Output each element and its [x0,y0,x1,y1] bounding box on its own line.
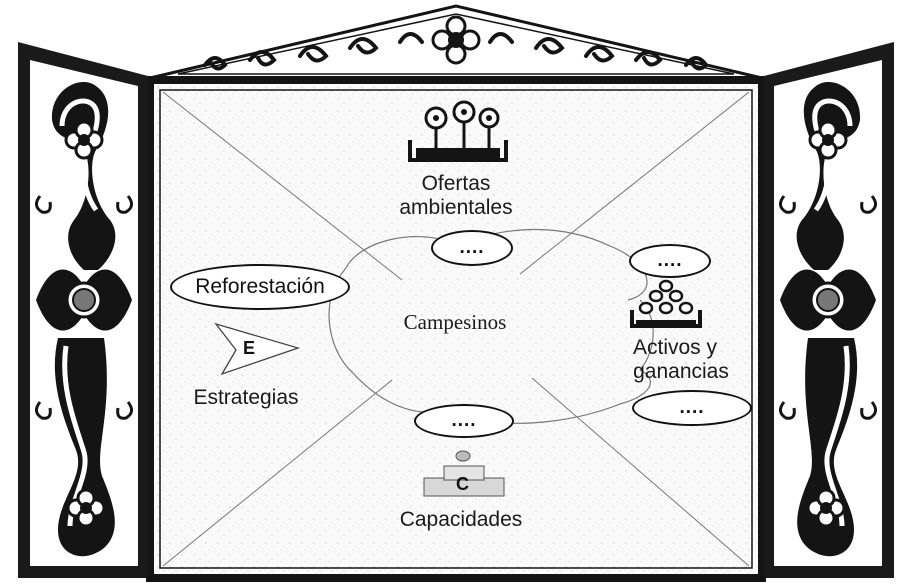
right-door [764,42,894,578]
center-label-campesinos: Campesinos [403,310,507,334]
diagonal-lines [162,91,750,567]
roof-flower-icon [431,15,481,65]
strategy-arrow-icon [214,322,301,376]
capacidades-label: Capacidades [399,508,523,531]
placeholder-pill-right-top: .... [629,244,711,278]
strategy-marker: E [243,338,256,358]
activos-line1: Activos y [632,336,718,359]
capacities-podium-icon [423,450,505,497]
estrategias-label: Estrategias [193,386,299,409]
placeholder-pill-top: .... [431,230,513,266]
roof-pediment [138,4,774,86]
ofertas-line2: ambientales [399,196,513,219]
placeholder-pill-bottom: .... [414,404,514,438]
placeholder-pill-right-bottom: .... [632,390,752,426]
trees-pot-icon [408,100,508,162]
capacities-marker: C [456,474,469,494]
activos-line2: ganancias [633,360,729,383]
ofertas-line1: Ofertas [421,172,491,195]
left-door [18,42,148,578]
coins-basket-icon [630,279,702,328]
reforestacion-pill: Reforestación [170,264,350,310]
